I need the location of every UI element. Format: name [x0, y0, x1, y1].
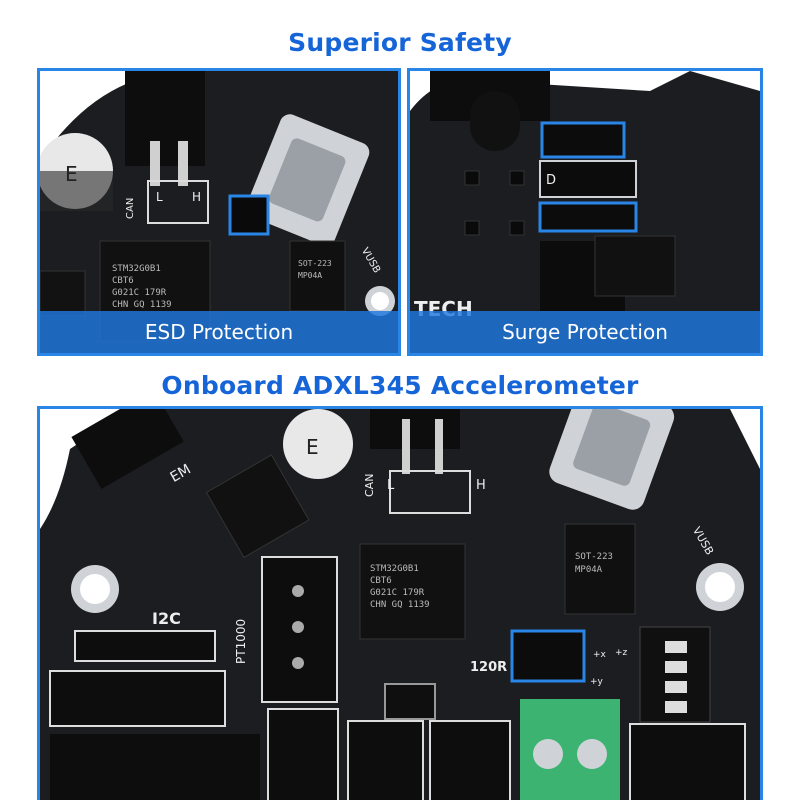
pt1000-label: PT1000 — [234, 619, 248, 664]
surge-board-photo: D TECH — [410, 71, 760, 353]
mcu-text-1b: STM32G0B1 — [370, 564, 419, 574]
mcu-text-2: CBT6 — [112, 276, 134, 286]
axis-x-label: +x — [593, 650, 607, 660]
adxl-board-photo: EM E L H CAN VUSB STM32G0B1 CBT6 G021C 1… — [40, 409, 760, 800]
regulator-text-1: SOT-223 — [298, 259, 332, 268]
surge-protection-panel: D TECH Surge Protection — [407, 68, 763, 356]
mcu-text-1: STM32G0B1 — [112, 264, 161, 274]
esd-board-photo: E L H CAN STM32G0B1 CBT6 G021C 179R CHN … — [40, 71, 398, 353]
can-label-2: CAN — [363, 474, 376, 497]
capacitor-label-2: E — [306, 435, 319, 459]
can-h-label-2: H — [476, 478, 486, 493]
diode-label: D — [546, 173, 556, 188]
heading-onboard-adxl345: Onboard ADXL345 Accelerometer — [161, 371, 639, 400]
regulator-text-2: MP04A — [298, 271, 322, 280]
can-l-label-2: L — [387, 478, 395, 493]
esd-protection-panel: E L H CAN STM32G0B1 CBT6 G021C 179R CHN … — [37, 68, 401, 356]
axis-y-label: +y — [590, 677, 604, 687]
can-l-label: L — [156, 190, 163, 204]
mcu-text-3: G021C 179R — [112, 288, 167, 298]
axis-z-label: +z — [615, 648, 628, 658]
i2c-label: I2C — [152, 609, 181, 628]
mcu-text-2b: CBT6 — [370, 576, 392, 586]
surge-protection-caption: Surge Protection — [410, 311, 760, 353]
mcu-text-4b: CHN GQ 1139 — [370, 600, 430, 610]
can-label: CAN — [125, 198, 136, 219]
r120-label: 120R — [470, 660, 507, 675]
heading-superior-safety: Superior Safety — [288, 28, 512, 57]
adxl345-board-panel: EM E L H CAN VUSB STM32G0B1 CBT6 G021C 1… — [37, 406, 763, 800]
capacitor-label: E — [65, 162, 78, 186]
regulator-text-2b: MP04A — [575, 565, 603, 575]
mcu-text-4: CHN GQ 1139 — [112, 300, 172, 310]
esd-protection-caption: ESD Protection — [40, 311, 398, 353]
mcu-text-3b: G021C 179R — [370, 588, 425, 598]
regulator-text-1b: SOT-223 — [575, 552, 613, 562]
can-h-label: H — [192, 190, 201, 204]
